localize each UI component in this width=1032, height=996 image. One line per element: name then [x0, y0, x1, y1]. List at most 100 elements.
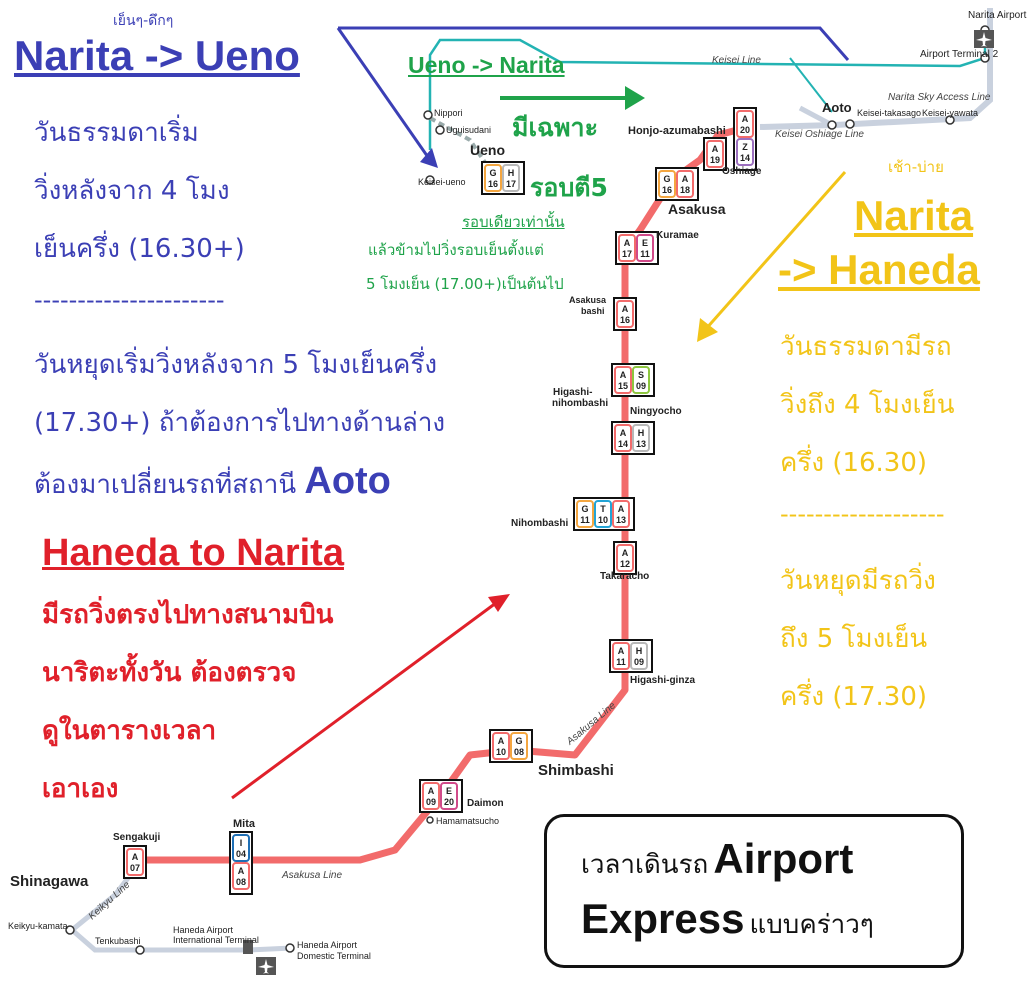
ueno-narita-title: Ueno -> Narita — [408, 52, 565, 78]
line-code-letter: A — [132, 852, 139, 862]
ueno-narita-line-2: รอบตี5 — [530, 173, 608, 202]
narita-ueno-aoto: Aoto — [304, 460, 391, 502]
legend-en-1: Airport — [713, 835, 854, 882]
station-asakusabashi-1: Asakusa — [569, 295, 607, 305]
narita-ueno-line-6: ต้องมาเปลี่ยนรถที่สถานี Aoto — [34, 460, 391, 505]
code-box-takaracho: A12 — [613, 541, 637, 575]
station-haneda-intl-1: Haneda Airport — [173, 925, 234, 935]
narita-ueno-title: Narita -> Ueno — [14, 32, 300, 79]
line-code-number: 11 — [616, 657, 626, 667]
station-asakusabashi-2: bashi — [581, 306, 605, 316]
line-code-letter: A — [682, 174, 689, 184]
line-code-badge — [594, 500, 612, 528]
station-asakusa: Asakusa — [668, 201, 726, 217]
line-code-letter: G — [489, 168, 496, 178]
line-code-badge — [636, 234, 654, 262]
line-code-number: 09 — [634, 657, 644, 667]
line-code-letter: A — [624, 238, 631, 248]
line-code-letter: E — [642, 238, 648, 248]
station-narita-airport: Narita Airport — [968, 10, 1027, 21]
narita-haneda-line-4: วันหยุดมีรถวิ่ง — [780, 566, 936, 596]
code-box-sengakuji: A07 — [123, 845, 147, 879]
station-nihombashi: Nihombashi — [511, 518, 568, 529]
station-higashi-ginza: Higashi-ginza — [630, 675, 695, 686]
line-code-number: 20 — [444, 797, 454, 807]
line-code-number: 13 — [636, 439, 646, 449]
station-sengakuji: Sengakuji — [113, 832, 160, 843]
haneda-narita-line-2: นาริตะทั้งวัน ต้องตรวจ — [42, 658, 297, 688]
line-code-badge — [614, 424, 632, 452]
line-code-letter: H — [508, 168, 515, 178]
arrow-narita-haneda — [703, 171, 847, 331]
station-takaracho: Takaracho — [600, 571, 649, 582]
airplane-icon — [256, 957, 276, 975]
morning-afternoon-label: เช้า-บ่าย — [888, 158, 944, 176]
narita-haneda-title-1: Narita — [854, 192, 974, 239]
line-code-number: 16 — [620, 315, 630, 325]
legend-line-2: Express แบบคร่าวๆ — [581, 895, 874, 945]
station-shinagawa: Shinagawa — [10, 873, 89, 890]
line-code-badge — [736, 110, 754, 138]
line-code-letter: A — [622, 304, 629, 314]
line-code-badge — [632, 366, 650, 394]
line-asakusa-1: Asakusa Line — [564, 700, 618, 748]
line-asakusa-2: Asakusa Line — [281, 870, 342, 881]
line-keisei-oshiage: Keisei Oshiage Line — [775, 129, 864, 140]
line-code-letter: A — [620, 370, 627, 380]
station-honjo-azumabashi: Honjo-azumabashi — [628, 125, 726, 137]
line-code-letter: A — [618, 504, 625, 514]
narita-haneda-line-6: ครึ่ง (17.30) — [780, 682, 928, 712]
station-keisei-ueno: Keisei-ueno — [418, 177, 466, 187]
line-code-badge — [618, 234, 636, 262]
line-code-number: 09 — [426, 797, 436, 807]
arrowhead-green — [625, 86, 645, 110]
haneda-narita-line-4: เอาเอง — [42, 774, 119, 804]
station-dots — [65, 25, 990, 955]
line-code-badge — [126, 848, 144, 876]
narita-haneda-line-5: ถึง 5 โมงเย็น — [780, 624, 928, 654]
line-code-number: 10 — [598, 515, 608, 525]
line-code-badge — [232, 834, 250, 862]
station-oshiage: Oshiage — [722, 166, 762, 177]
line-code-letter: S — [638, 370, 644, 380]
narita-ueno-line-4: วันหยุดเริ่มวิ่งหลังจาก 5 โมงเย็นครึ่ง — [34, 350, 438, 380]
line-code-number: 16 — [662, 185, 672, 195]
line-code-letter: A — [238, 866, 245, 876]
line-code-number: 09 — [636, 381, 646, 391]
line-code-letter: H — [636, 646, 643, 656]
arrow-narita-ueno-2 — [336, 27, 432, 161]
line-code-badge — [422, 782, 440, 810]
line-code-number: 12 — [620, 559, 630, 569]
line-code-badge — [736, 138, 754, 166]
station-keisei-takasago: Keisei-takasago — [857, 108, 921, 118]
station-haneda-intl-2: International Terminal — [173, 935, 259, 945]
line-code-letter: E — [446, 786, 452, 796]
line-code-letter: A — [618, 646, 625, 656]
station-higashi-nihombashi-1: Higashi- — [553, 387, 592, 398]
arrow-narita-ueno — [338, 26, 850, 61]
station-nippori: Nippori — [434, 108, 463, 118]
narita-haneda-line-2: วิ่งถึง 4 โมงเย็น — [780, 390, 955, 420]
ueno-narita-line-5: 5 โมงเย็น (17.00+)เป็นต้นไป — [366, 275, 564, 293]
station-haneda-dom-2: Domestic Terminal — [297, 951, 371, 961]
station-higashi-nihombashi-2: nihombashi — [552, 398, 608, 409]
line-code-letter: G — [663, 174, 670, 184]
ueno-narita-line-4: แล้วข้ามไปวิ่งรอบเย็นตั้งแต่ — [368, 241, 544, 259]
station-mita: Mita — [233, 818, 256, 830]
narita-haneda-separator: ------------------- — [780, 500, 945, 528]
keisei-main-line-grey — [798, 105, 834, 128]
arrowhead-red — [488, 594, 510, 612]
station-ueno: Ueno — [470, 142, 505, 158]
line-code-letter: G — [515, 736, 522, 746]
line-code-letter: T — [600, 504, 606, 514]
line-code-number: 17 — [506, 179, 516, 189]
station-uguisudani: Uguisudani — [446, 125, 491, 135]
ueno-narita-line-3: รอบเดียวเท่านั้น — [462, 213, 565, 231]
station-shimbashi: Shimbashi — [538, 762, 614, 779]
